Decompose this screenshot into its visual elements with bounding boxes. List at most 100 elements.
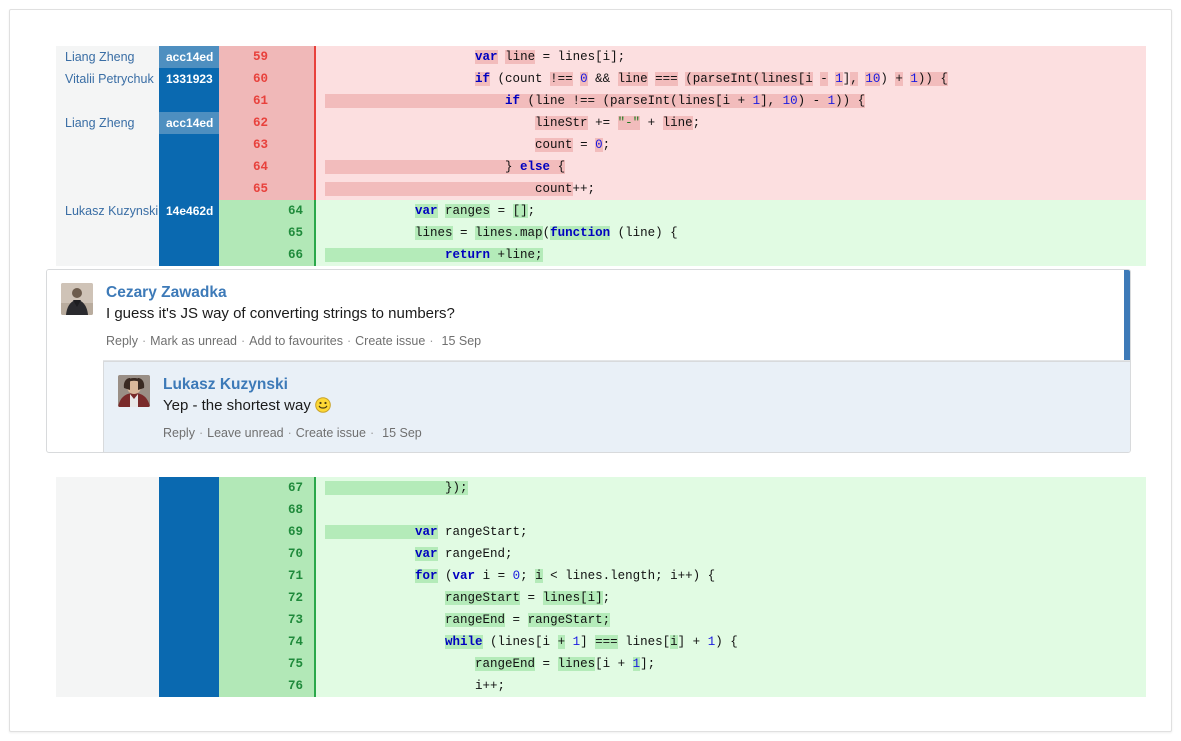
diff-commit-hash-cell[interactable]: acc14ed <box>159 46 219 68</box>
diff-code-line[interactable]: var rangeEnd; <box>314 543 1146 565</box>
diff-line-number[interactable]: 62 <box>219 112 314 134</box>
diff-row[interactable]: 74 while (lines[i + 1] === lines[i] + 1)… <box>56 631 1146 653</box>
diff-commit-hash-cell[interactable]: 1331923 <box>159 68 219 90</box>
reply-date: 15 Sep <box>382 426 422 440</box>
diff-line-number[interactable]: 64 <box>219 200 314 222</box>
reply-action-create-issue[interactable]: Create issue <box>295 426 366 440</box>
reply-action-leave-unread[interactable]: Leave unread <box>207 426 284 440</box>
diff-code-line[interactable]: var line = lines[i]; <box>314 46 1146 68</box>
diff-code-line[interactable]: while (lines[i + 1] === lines[i] + 1) { <box>314 631 1146 653</box>
diff-row[interactable]: 65 lines = lines.map(function (line) { <box>56 222 1146 244</box>
diff-commit-hash-cell[interactable]: 14e462d <box>159 200 219 222</box>
diff-author-cell <box>56 675 159 697</box>
diff-code-line[interactable]: return +line; <box>314 244 1146 266</box>
diff-code-line[interactable]: i++; <box>314 675 1146 697</box>
diff-code-line[interactable]: }); <box>314 477 1146 499</box>
reply-actions: Reply·Leave unread·Create issue·15 Sep <box>163 425 1114 441</box>
diff-line-number[interactable]: 72 <box>219 587 314 609</box>
diff-commit-hash-cell <box>159 631 219 653</box>
diff-row[interactable]: 61 if (line !== (parseInt(lines[i + 1], … <box>56 90 1146 112</box>
diff-code-line[interactable]: rangeEnd = lines[i + 1]; <box>314 653 1146 675</box>
diff-row[interactable]: 67 }); <box>56 477 1146 499</box>
diff-row[interactable]: 75 rangeEnd = lines[i + 1]; <box>56 653 1146 675</box>
diff-code-line[interactable]: var ranges = []; <box>314 200 1146 222</box>
diff-row[interactable]: 63 count = 0; <box>56 134 1146 156</box>
diff-code-line[interactable]: if (count !== 0 && line === (parseInt(li… <box>314 68 1146 90</box>
diff-row[interactable]: 64 } else { <box>56 156 1146 178</box>
diff-code-line[interactable]: count = 0; <box>314 134 1146 156</box>
diff-author-cell <box>56 244 159 266</box>
diff-line-number[interactable]: 70 <box>219 543 314 565</box>
comment-divider <box>103 360 1130 361</box>
diff-author-cell <box>56 543 159 565</box>
diff-code-line[interactable]: var rangeStart; <box>314 521 1146 543</box>
smiley-face-icon <box>315 397 331 413</box>
action-mark-as-unread[interactable]: Mark as unread <box>150 334 237 348</box>
action-separator: · <box>141 334 147 348</box>
diff-code-line[interactable] <box>314 499 1146 521</box>
comment-main: Cezary Zawadka I guess it's JS way of co… <box>47 270 1130 360</box>
diff-code-line[interactable]: for (var i = 0; i < lines.length; i++) { <box>314 565 1146 587</box>
diff-author-cell <box>56 156 159 178</box>
diff-commit-hash-cell <box>159 543 219 565</box>
action-separator: · <box>241 334 246 348</box>
reply-action-reply[interactable]: Reply <box>163 426 195 440</box>
diff-row[interactable]: 73 rangeEnd = rangeStart; <box>56 609 1146 631</box>
diff-row[interactable]: 66 return +line; <box>56 244 1146 266</box>
reply-author-name[interactable]: Lukasz Kuzynski <box>163 376 288 393</box>
diff-row[interactable]: 71 for (var i = 0; i < lines.length; i++… <box>56 565 1146 587</box>
diff-line-number[interactable]: 69 <box>219 521 314 543</box>
diff-line-number[interactable]: 68 <box>219 499 314 521</box>
diff-code-line[interactable]: rangeStart = lines[i]; <box>314 587 1146 609</box>
diff-row[interactable]: 70 var rangeEnd; <box>56 543 1146 565</box>
diff-author-cell <box>56 477 159 499</box>
diff-code-line[interactable]: if (line !== (parseInt(lines[i + 1], 10)… <box>314 90 1146 112</box>
comment-author-name[interactable]: Cezary Zawadka <box>106 284 227 301</box>
diff-line-number[interactable]: 59 <box>219 46 314 68</box>
avatar-lukasz-kuzynski[interactable] <box>118 375 150 407</box>
diff-line-number[interactable]: 63 <box>219 134 314 156</box>
action-add-to-favourites[interactable]: Add to favourites <box>249 334 343 348</box>
diff-row[interactable]: 68 <box>56 499 1146 521</box>
diff-author-cell[interactable]: Lukasz Kuzynski <box>56 200 159 222</box>
diff-line-number[interactable]: 73 <box>219 609 314 631</box>
diff-commit-hash-cell <box>159 134 219 156</box>
diff-commit-hash-cell[interactable]: acc14ed <box>159 112 219 134</box>
diff-author-cell[interactable]: Liang Zheng <box>56 46 159 68</box>
diff-line-number[interactable]: 74 <box>219 631 314 653</box>
diff-code-line[interactable]: } else { <box>314 156 1146 178</box>
diff-author-cell <box>56 587 159 609</box>
diff-author-cell[interactable]: Liang Zheng <box>56 112 159 134</box>
diff-line-number[interactable]: 65 <box>219 222 314 244</box>
diff-row[interactable]: 76 i++; <box>56 675 1146 697</box>
diff-line-number[interactable]: 76 <box>219 675 314 697</box>
diff-line-number[interactable]: 67 <box>219 477 314 499</box>
diff-line-number[interactable]: 66 <box>219 244 314 266</box>
diff-author-cell[interactable]: Vitalii Petrychuk <box>56 68 159 90</box>
diff-line-number[interactable]: 65 <box>219 178 314 200</box>
diff-code-line[interactable]: rangeEnd = rangeStart; <box>314 609 1146 631</box>
diff-code-line[interactable]: lineStr += "-" + line; <box>314 112 1146 134</box>
diff-line-number[interactable]: 61 <box>219 90 314 112</box>
diff-line-number[interactable]: 60 <box>219 68 314 90</box>
diff-row[interactable]: 69 var rangeStart; <box>56 521 1146 543</box>
avatar-cezary-zawadka[interactable] <box>61 283 93 315</box>
diff-line-number[interactable]: 75 <box>219 653 314 675</box>
diff-line-number[interactable]: 71 <box>219 565 314 587</box>
diff-row[interactable]: 65 count++; <box>56 178 1146 200</box>
action-create-issue[interactable]: Create issue <box>355 334 426 348</box>
comment-actions: Reply·Mark as unread·Add to favourites·C… <box>106 333 1114 349</box>
diff-author-cell <box>56 631 159 653</box>
action-reply[interactable]: Reply <box>106 334 138 348</box>
diff-code-line[interactable]: lines = lines.map(function (line) { <box>314 222 1146 244</box>
diff-commit-hash-cell <box>159 156 219 178</box>
diff-row[interactable]: 72 rangeStart = lines[i]; <box>56 587 1146 609</box>
diff-author-cell <box>56 499 159 521</box>
diff-code-line[interactable]: count++; <box>314 178 1146 200</box>
diff-line-number[interactable]: 64 <box>219 156 314 178</box>
